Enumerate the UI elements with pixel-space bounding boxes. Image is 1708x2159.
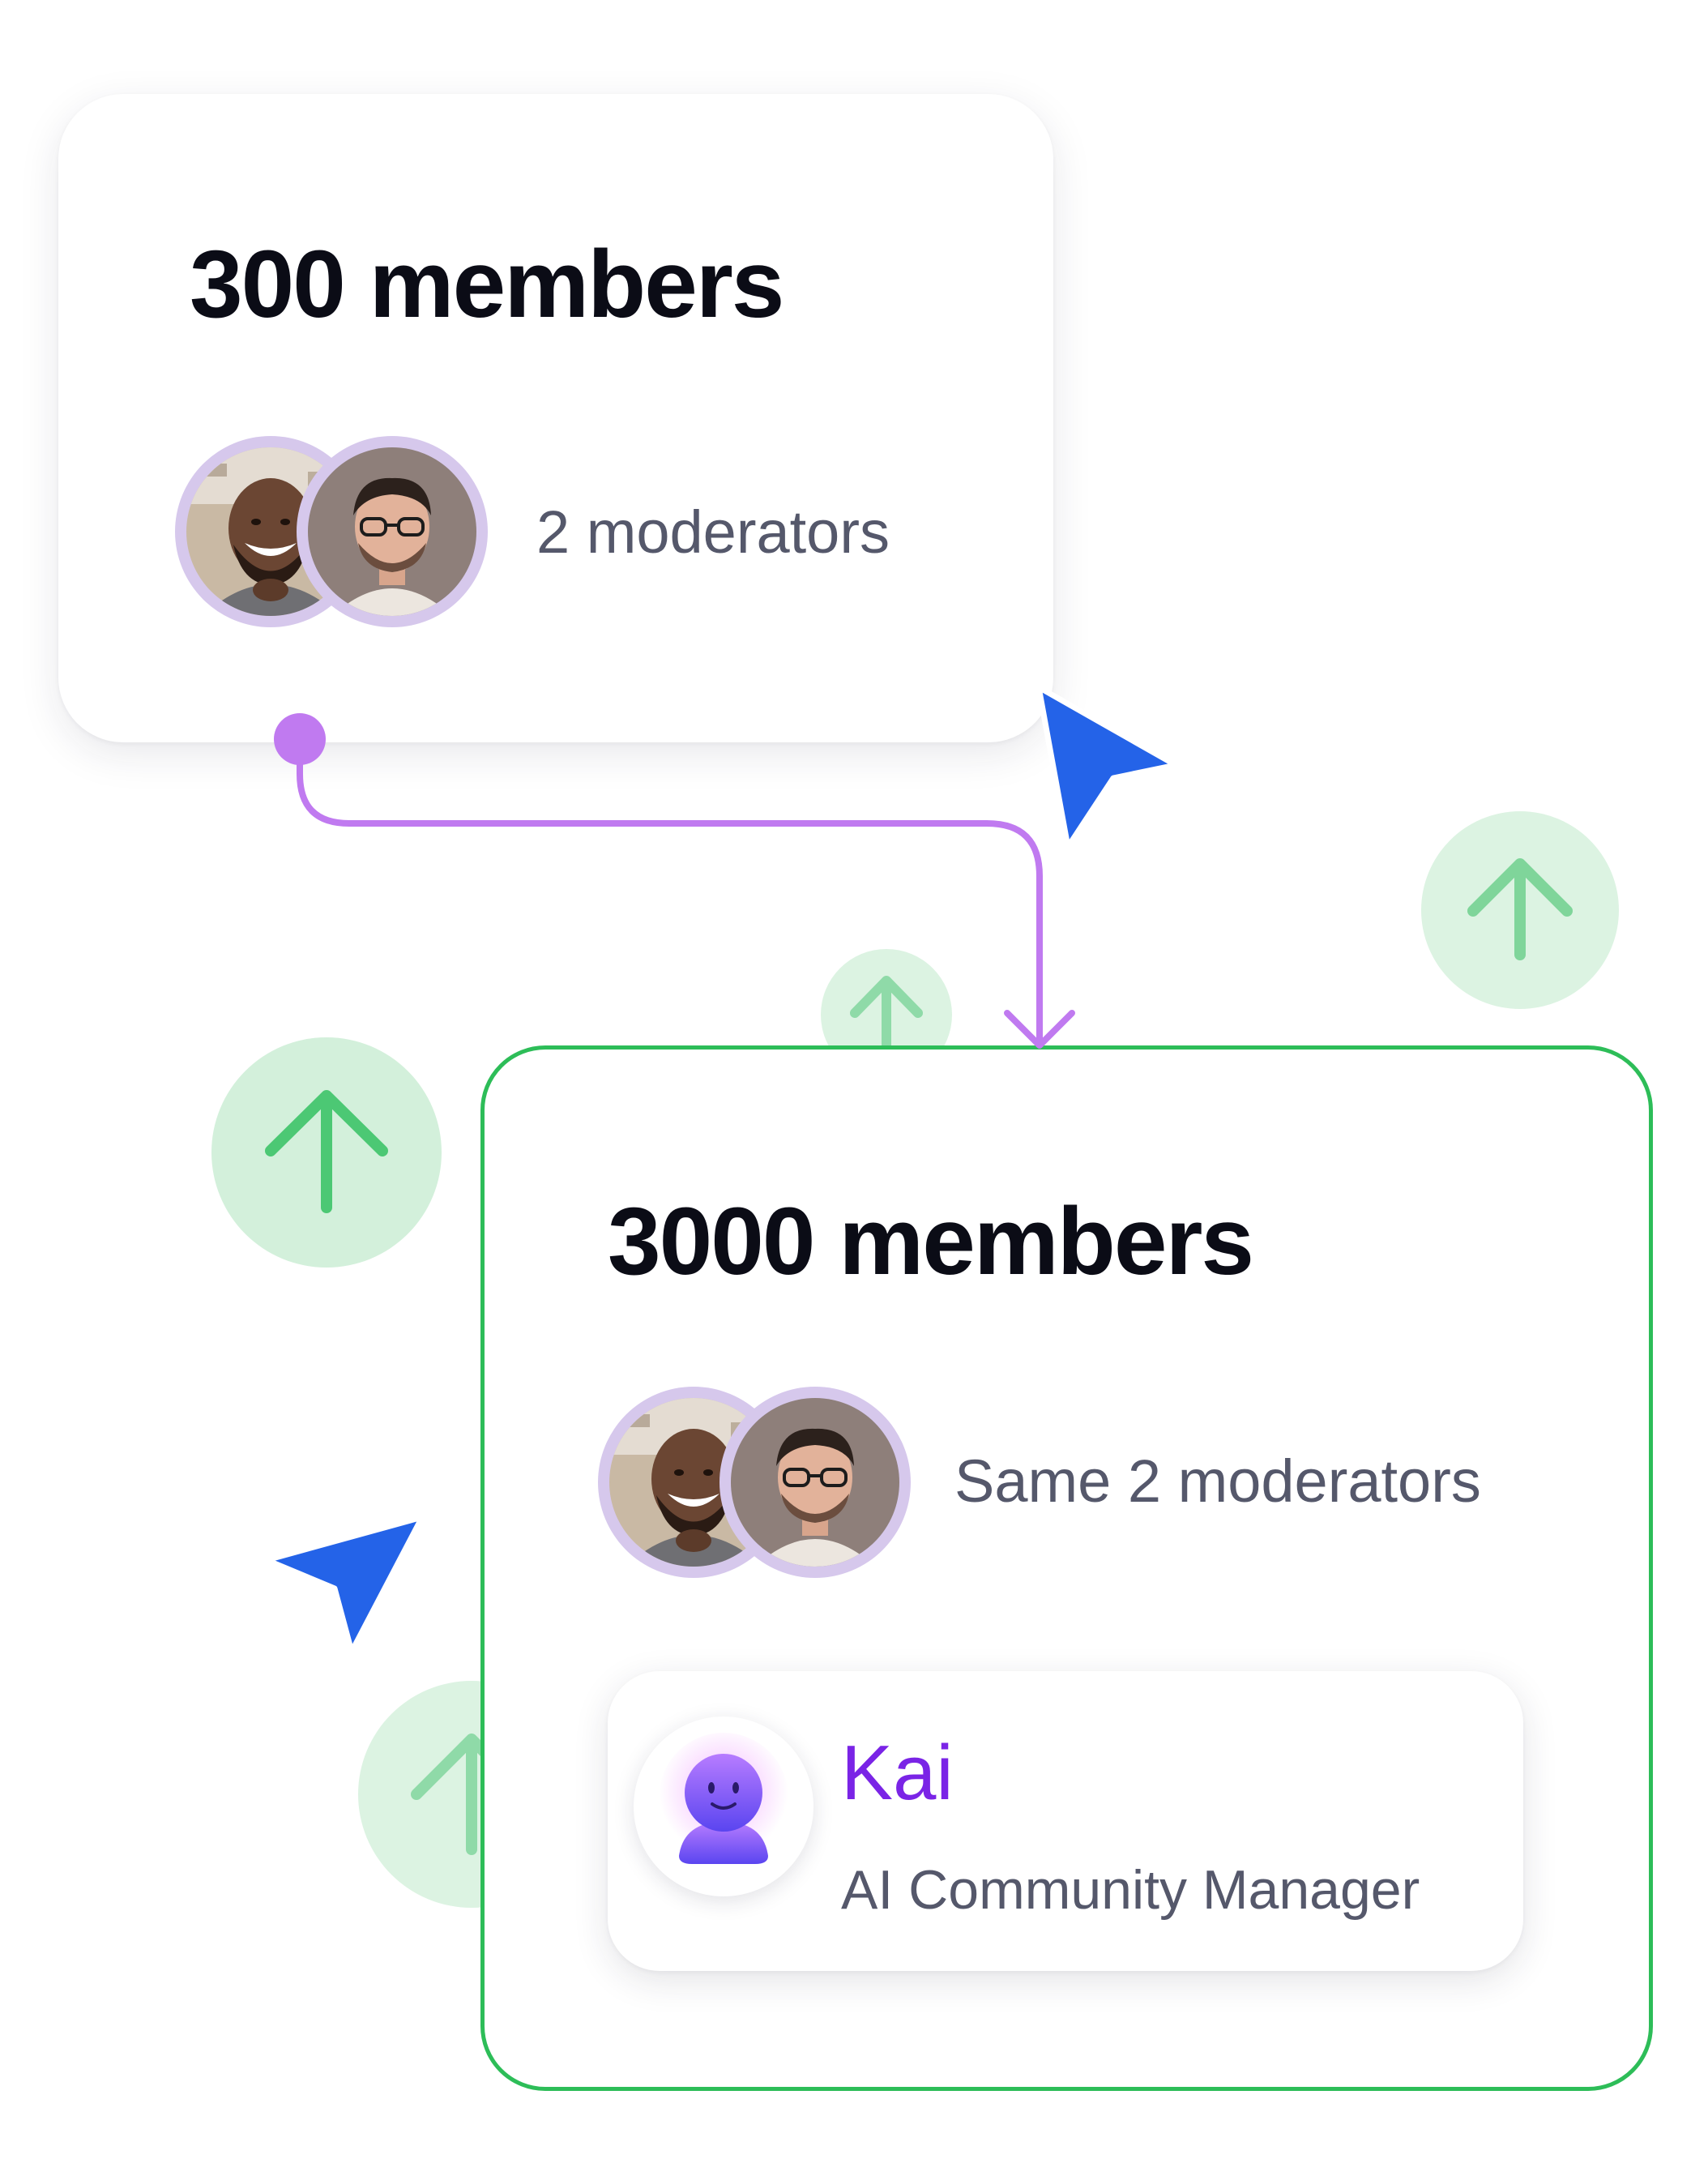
up-arrow-icon — [1421, 811, 1619, 1009]
moderator-avatars — [598, 1387, 911, 1578]
community-card-300: 300 members — [58, 94, 1053, 742]
avatar-moderator-2 — [719, 1387, 911, 1578]
moderators-label: 2 moderators — [536, 498, 890, 566]
kai-role: AI Community Manager — [841, 1859, 1420, 1921]
kai-name: Kai — [841, 1729, 954, 1816]
avatar-moderator-2 — [297, 436, 488, 627]
kai-bot-icon — [634, 1717, 813, 1896]
moderators-label: Same 2 moderators — [954, 1447, 1481, 1515]
cursor-icon — [263, 1514, 425, 1655]
moderator-avatars — [175, 436, 488, 627]
kai-manager-card: Kai AI Community Manager — [608, 1671, 1523, 1971]
member-count-title: 3000 members — [608, 1188, 1254, 1295]
cursor-icon — [1035, 684, 1179, 850]
community-card-3000: 3000 members — [480, 1045, 1653, 2091]
member-count-title: 300 members — [190, 231, 784, 338]
flow-connector — [274, 713, 1075, 1049]
up-arrow-icon — [211, 1037, 442, 1268]
